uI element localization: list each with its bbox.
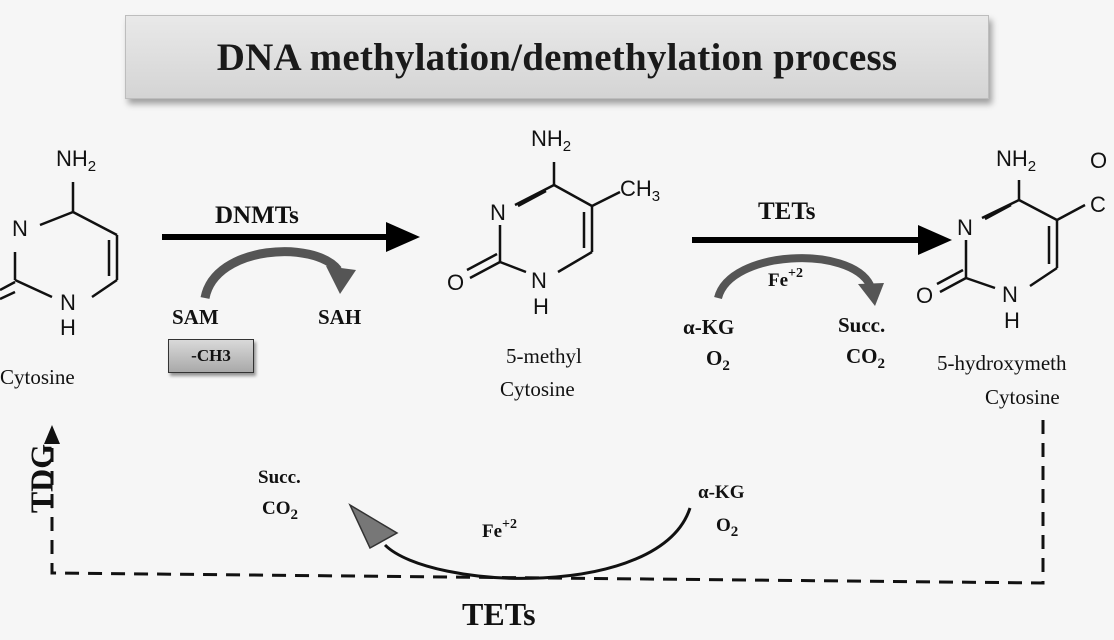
co2-top-label: CO2 <box>846 344 885 372</box>
cytosine-bond-c4-c5 <box>72 210 118 237</box>
mc-h: H <box>533 294 549 319</box>
mc-bond-c2-o <box>469 260 501 280</box>
akg-top-label: α-KG <box>683 315 735 339</box>
sam-label: SAM <box>172 305 219 329</box>
cytosine-n3: N <box>12 216 28 241</box>
dashed-arrowhead <box>44 425 60 444</box>
title-banner: DNA methylation/demethylation process <box>125 15 989 99</box>
cytosine-n1: N <box>60 290 76 315</box>
hmc-side-o: O <box>1090 148 1108 173</box>
cytosine-bond-c2-n1 <box>14 278 53 299</box>
cytosine-ring <box>0 182 119 301</box>
mc-bond-c6-n1 <box>557 250 593 274</box>
hmc-bond-c2-n1 <box>965 276 996 290</box>
cytosine-bond-c6-n1 <box>91 278 118 299</box>
mc-bond-c4-c5 <box>553 183 593 208</box>
fe-top-label: Fe+2 <box>768 266 804 291</box>
cytosine-name: Cytosine <box>0 365 75 389</box>
tets-arrow <box>692 225 952 255</box>
co2-bottom-label: CO2 <box>262 498 298 523</box>
mc-methyl: CH3 <box>620 176 661 205</box>
methyl-group-label: -CH3 <box>191 346 231 365</box>
bottom-curve <box>348 503 692 580</box>
hmc-n1: N <box>1002 282 1018 307</box>
o2-top-label: O2 <box>706 346 730 374</box>
hmc-bond-side <box>1056 203 1086 222</box>
mc-bond-c2-n1 <box>499 260 527 274</box>
hmc-n3: N <box>957 215 973 240</box>
hmc-bond-c4-c5 <box>1018 198 1058 222</box>
mc-name-1: 5-methyl <box>506 344 582 368</box>
methylcytosine-ring <box>466 162 621 280</box>
hmc-bond-c2-o <box>939 276 967 294</box>
mc-bond-c4-n3 <box>514 183 555 207</box>
akg-succ-curve <box>714 254 884 306</box>
mc-n3: N <box>490 200 506 225</box>
cytosine-bond-c4-n3 <box>39 210 74 227</box>
hmc-side-c: C <box>1090 192 1106 217</box>
mc-name-2: Cytosine <box>500 377 575 401</box>
hmc-name-1: 5-hydroxymeth <box>937 351 1067 375</box>
tdg-label: TDG <box>23 443 60 514</box>
o2-bottom-label: O2 <box>716 515 739 540</box>
mc-double-c2-o <box>466 252 498 272</box>
sah-label: SAH <box>318 305 362 329</box>
tets-bottom-label: TETs <box>462 596 536 632</box>
akg-bottom-label: α-KG <box>698 482 745 503</box>
dnmts-label: DNMTs <box>215 202 299 229</box>
hmc-h: H <box>1004 308 1020 333</box>
mc-double-c4-n3 <box>517 189 547 208</box>
hmc-ring <box>936 180 1086 294</box>
mc-oxygen: O <box>447 270 465 295</box>
methyl-group-box: -CH3 <box>168 339 254 373</box>
hmc-oxygen: O <box>916 283 934 308</box>
hmc-double-c4-n3 <box>984 203 1012 221</box>
hmc-name-2: Cytosine <box>985 385 1060 409</box>
cytosine-h: H <box>60 315 76 340</box>
mc-amine: NH2 <box>531 126 572 155</box>
dnmts-arrow <box>162 222 420 252</box>
cytosine-amine: NH2 <box>56 146 97 175</box>
sam-sah-curve <box>200 247 356 300</box>
hmc-double-c2-o <box>936 268 964 286</box>
dashed-return <box>50 420 1045 585</box>
hmc-amine: NH2 <box>996 146 1037 175</box>
mc-bond-methyl <box>591 190 621 208</box>
tets-top-label: TETs <box>758 198 816 225</box>
cytosine-bond-o <box>0 280 16 292</box>
mc-n1: N <box>531 268 547 293</box>
hmc-bond-c4-n3 <box>981 198 1020 220</box>
hmc-bond-c6-n1 <box>1029 266 1058 288</box>
diagram-title: DNA methylation/demethylation process <box>216 35 898 79</box>
cytosine-bond-o2 <box>0 290 16 301</box>
succ-top-label: Succ. <box>838 313 886 337</box>
succ-bottom-label: Succ. <box>258 467 301 488</box>
fe-bottom-label: Fe+2 <box>482 517 518 542</box>
